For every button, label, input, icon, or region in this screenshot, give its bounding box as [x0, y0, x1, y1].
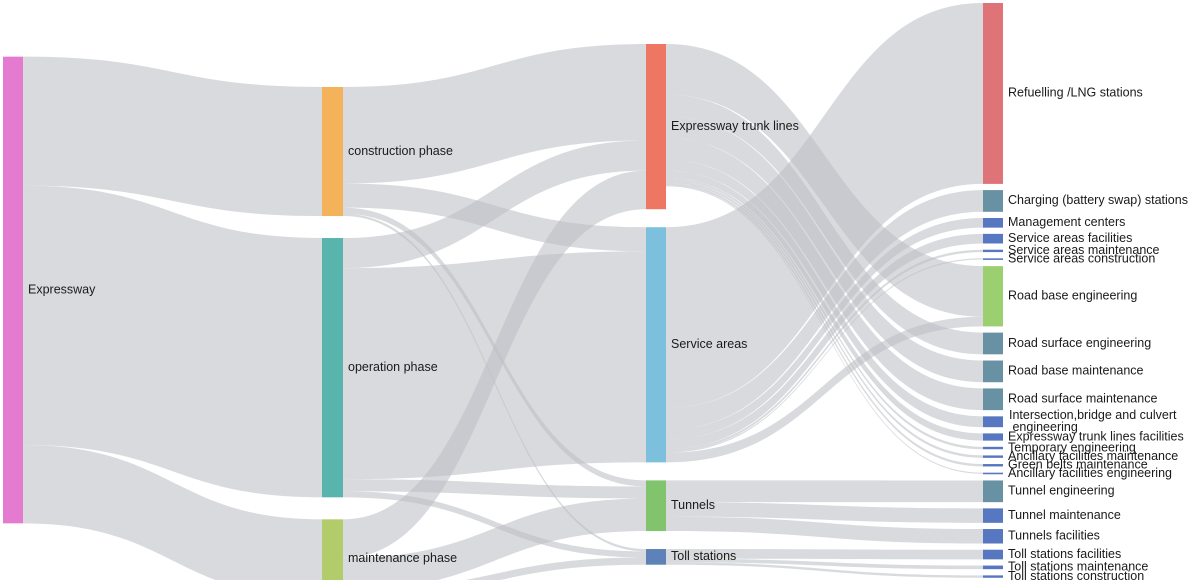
node-maintenance	[322, 519, 343, 580]
label-expressway: Expressway	[28, 282, 96, 296]
link-service-to-safac	[666, 233, 983, 450]
link-maintenance-to-trunk	[343, 170, 646, 558]
label-rsmaint: Road surface maintenance	[1008, 392, 1157, 406]
node-tunnels	[646, 480, 666, 532]
node-trunk	[646, 44, 666, 210]
node-tollfac	[983, 549, 1003, 560]
link-expressway-to-operation	[23, 185, 322, 498]
link-operation-to-toll	[343, 491, 646, 558]
link-trunk-to-rbmaint	[666, 116, 983, 383]
label-toll: Toll stations	[671, 549, 736, 563]
label-etlfac: Expressway trunk lines facilities	[1008, 429, 1184, 443]
nodes-layer	[3, 3, 1003, 580]
node-rseng	[983, 332, 1003, 355]
label-temp: Temporary engineering	[1008, 440, 1136, 454]
links-layer	[23, 3, 983, 580]
link-trunk-to-rbeng	[666, 44, 983, 317]
link-service-to-rbeng	[666, 316, 983, 463]
node-service	[646, 227, 666, 463]
link-trunk-to-green	[666, 182, 983, 467]
label-sacons: Service areas construction	[1008, 251, 1155, 265]
node-anceng	[983, 472, 1003, 475]
label-ancmaint: Ancillary facilities maintenance	[1008, 449, 1178, 463]
node-mgmt	[983, 218, 1003, 228]
link-service-to-mgmt	[666, 218, 983, 440]
label-refuel: Refuelling /LNG stations	[1008, 86, 1143, 100]
label-tollmaint: Toll stations maintenance	[1008, 560, 1148, 574]
link-trunk-to-anceng	[666, 185, 983, 474]
label-trunk: Expressway trunk lines	[671, 119, 799, 133]
label-ibc: Intersection,bridge and culvert engineer…	[1009, 408, 1177, 434]
node-rbeng	[983, 266, 1003, 327]
link-expressway-to-maintenance	[23, 444, 322, 580]
link-trunk-to-rsmaint	[666, 138, 983, 411]
label-tunmaint: Tunnel maintenance	[1008, 508, 1121, 522]
label-service: Service areas	[671, 337, 747, 351]
link-toll-to-tollmaint	[666, 558, 983, 570]
label-tollfac: Toll stations facilities	[1008, 547, 1121, 561]
node-temp	[983, 446, 1003, 450]
node-construction	[322, 87, 343, 217]
node-safac	[983, 233, 1003, 244]
label-construction: construction phase	[348, 144, 453, 158]
label-tollcons: Toll stations construction	[1008, 569, 1144, 580]
link-service-to-sacons	[666, 258, 983, 453]
node-samaint	[983, 249, 1003, 253]
label-green: Green belts maintenance	[1008, 458, 1148, 472]
link-construction-to-trunk	[343, 44, 646, 184]
link-operation-to-trunk	[343, 140, 646, 269]
label-rbmaint: Road base maintenance	[1008, 364, 1144, 378]
label-charging: Charging (battery swap) stations	[1008, 193, 1188, 207]
node-toll	[646, 549, 666, 565]
node-tollmaint	[983, 565, 1003, 570]
link-tunnels-to-tuneng	[666, 480, 983, 503]
link-trunk-to-ancmaint	[666, 180, 983, 458]
link-service-to-samaint	[666, 249, 983, 452]
label-tunnels: Tunnels	[671, 498, 715, 512]
label-samaint: Service areas maintenance	[1008, 243, 1160, 257]
link-tunnels-to-tunfac	[666, 516, 983, 544]
label-safac: Service areas facilities	[1008, 231, 1132, 245]
node-ibc	[983, 416, 1003, 428]
link-maintenance-to-tunnels	[343, 498, 646, 580]
node-operation	[322, 238, 343, 498]
node-tunfac	[983, 529, 1003, 544]
node-tuneng	[983, 480, 1003, 503]
node-sacons	[983, 258, 1003, 260]
node-ancmaint	[983, 455, 1003, 458]
link-trunk-to-rseng	[666, 94, 983, 355]
link-toll-to-tollfac	[666, 549, 983, 560]
link-trunk-to-etlfac	[666, 170, 983, 441]
label-mgmt: Management centers	[1008, 215, 1125, 229]
labels-layer: Expressway construction phase operation ph…	[28, 86, 1188, 580]
node-rbmaint	[983, 360, 1003, 383]
node-refuel	[983, 3, 1003, 184]
label-rseng: Road surface engineering	[1008, 336, 1151, 350]
node-expressway	[3, 56, 23, 524]
label-tuneng: Tunnel engineering	[1008, 484, 1115, 498]
node-charging	[983, 190, 1003, 212]
node-rsmaint	[983, 388, 1003, 411]
link-tunnels-to-tunmaint	[666, 502, 983, 523]
label-operation: operation phase	[348, 360, 438, 374]
link-trunk-to-temp	[666, 177, 983, 450]
node-tunmaint	[983, 508, 1003, 523]
node-etlfac	[983, 433, 1003, 441]
link-trunk-to-ibc	[666, 159, 983, 428]
link-toll-to-tollcons	[666, 562, 983, 578]
node-tollcons	[983, 575, 1003, 578]
node-green	[983, 464, 1003, 467]
link-expressway-to-construction	[23, 56, 322, 217]
label-rbeng: Road base engineering	[1008, 289, 1137, 303]
link-service-to-charging	[666, 190, 983, 430]
label-anceng: Ancillary facilities engineering	[1008, 466, 1172, 480]
label-tunfac: Tunnels facilities	[1008, 529, 1100, 543]
label-maintenance: maintenance phase	[348, 551, 457, 565]
link-maintenance-to-toll	[465, 557, 646, 580]
